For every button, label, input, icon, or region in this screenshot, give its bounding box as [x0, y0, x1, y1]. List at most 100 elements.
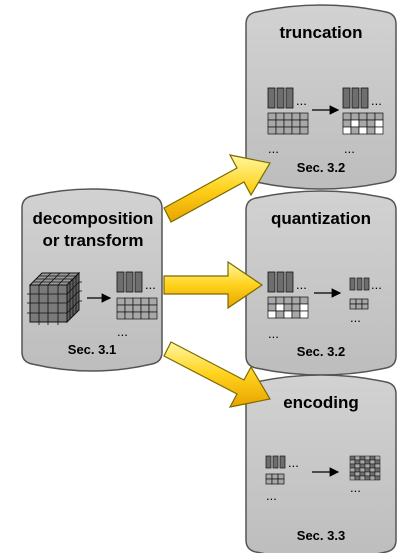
bitstream-cell: [349, 463, 356, 469]
matrix-cell: [291, 112, 301, 121]
matrix-cell: [283, 296, 293, 305]
quantization-title: quantization: [271, 209, 371, 228]
matrix-cell: [132, 297, 142, 306]
truncation-core-blocks-after: [342, 87, 369, 109]
bitstream-cell: [374, 463, 381, 469]
matrix-cell: [358, 119, 368, 128]
matrix-cell: [299, 126, 309, 135]
bitstream-cell: [364, 475, 371, 481]
quantization-ellipsis-3: ...: [371, 277, 382, 292]
matrix-cell: [283, 310, 293, 319]
matrix-cell: [291, 126, 301, 135]
matrix-cell: [283, 303, 293, 312]
matrix-cell: [374, 112, 384, 121]
bitstream-cell: [354, 463, 361, 469]
matrix-cell: [277, 478, 285, 485]
matrix-cell: [366, 119, 376, 128]
quantization-ellipsis-1: ...: [296, 277, 307, 292]
matrix-cell: [275, 303, 285, 312]
quantization-core-blocks-after: [349, 277, 370, 291]
source-ellipsis-bottom: ...: [117, 324, 128, 339]
encoding-title: encoding: [283, 393, 359, 412]
tensor-cube-icon: [27, 271, 82, 325]
truncation-ellipsis-4: ...: [344, 141, 355, 156]
bitstream-cell: [364, 463, 371, 469]
source-panel: [21, 188, 163, 372]
matrix-cell: [283, 112, 293, 121]
encoding-matrix-before: [265, 473, 285, 485]
matrix-cell: [361, 303, 369, 310]
matrix-cell: [148, 304, 158, 313]
matrix-cell: [349, 303, 357, 310]
matrix-cell: [140, 304, 150, 313]
arrow-to-quantization: [163, 260, 264, 310]
matrix-cell: [275, 296, 285, 305]
matrix-cell: [374, 119, 384, 128]
matrix-cell: [350, 126, 360, 135]
matrix-cell: [355, 303, 363, 310]
matrix-cell: [275, 310, 285, 319]
matrix-cell: [299, 119, 309, 128]
encoded-bitstream-block: [349, 455, 381, 481]
truncation-title: truncation: [279, 23, 362, 42]
matrix-cell: [283, 119, 293, 128]
matrix-cell: [366, 126, 376, 135]
bitstream-cell: [359, 467, 366, 473]
quantization-matrix-before: [267, 296, 309, 319]
matrix-cell: [265, 473, 273, 480]
matrix-cell: [124, 304, 134, 313]
matrix-cell: [342, 119, 352, 128]
matrix-cell: [267, 296, 277, 305]
encoding-section: Sec. 3.3: [297, 528, 345, 543]
matrix-cell: [124, 297, 134, 306]
bitstream-cell: [369, 467, 376, 473]
bitstream-cell: [349, 467, 356, 473]
source-title-line2: or transform: [42, 231, 143, 250]
matrix-cell: [124, 311, 134, 320]
quantization-panel: [245, 190, 397, 376]
matrix-cell: [267, 126, 277, 135]
bitstream-cell: [359, 463, 366, 469]
bitstream-cell: [369, 455, 376, 461]
matrix-cell: [291, 296, 301, 305]
bitstream-cell: [374, 467, 381, 473]
matrix-cell: [277, 473, 285, 480]
bitstream-cell: [354, 459, 361, 465]
matrix-cell: [358, 112, 368, 121]
matrix-cell: [349, 298, 357, 305]
matrix-cell: [291, 310, 301, 319]
bitstream-cell: [374, 459, 381, 465]
matrix-cell: [299, 112, 309, 121]
truncation-ellipsis-3: ...: [371, 93, 382, 108]
truncation-ellipsis-1: ...: [296, 93, 307, 108]
matrix-cell: [140, 297, 150, 306]
matrix-cell: [271, 473, 279, 480]
matrix-cell: [271, 478, 279, 485]
matrix-cell: [132, 304, 142, 313]
bitstream-cell: [359, 459, 366, 465]
truncation-matrix-before: [267, 112, 309, 135]
matrix-cell: [342, 126, 352, 135]
matrix-cell: [350, 112, 360, 121]
bitstream-cell: [354, 455, 361, 461]
bitstream-cell: [364, 467, 371, 473]
bitstream-cell: [364, 459, 371, 465]
bitstream-cell: [374, 475, 381, 481]
matrix-cell: [342, 112, 352, 121]
matrix-cell: [132, 311, 142, 320]
matrix-cell: [116, 304, 126, 313]
truncation-section: Sec. 3.2: [297, 160, 345, 175]
matrix-cell: [358, 126, 368, 135]
matrix-cell: [374, 126, 384, 135]
matrix-cell: [148, 311, 158, 320]
matrix-cell: [148, 297, 158, 306]
source-title-line1: decomposition: [33, 209, 154, 228]
arrow-to-encoding: [163, 341, 271, 408]
encoding-ellipsis-1: ...: [288, 455, 299, 470]
source-core-blocks: [116, 271, 143, 293]
matrix-cell: [267, 119, 277, 128]
encoding-ellipsis-3: ...: [350, 480, 361, 495]
matrix-cell: [299, 296, 309, 305]
